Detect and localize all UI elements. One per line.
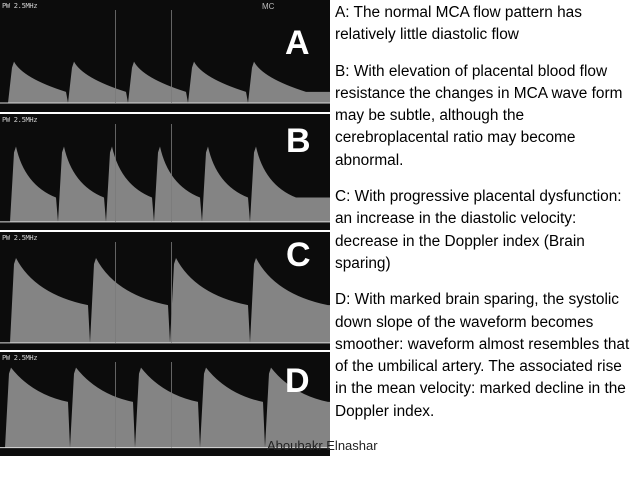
paragraph-text: D: With marked brain sparing, the systol…	[335, 291, 630, 420]
panel-letter-c: C	[286, 236, 311, 274]
paragraph-text: C: With progressive placental dysfunctio…	[335, 188, 622, 272]
description-text: A: The normal MCA flow pattern has relat…	[335, 2, 635, 437]
panel-letter-d: D	[285, 362, 310, 400]
panel-header: PW 2.5MHz	[2, 2, 38, 10]
paragraph-label: A:	[335, 4, 350, 21]
doppler-panel-a: PW 2.5MHz MC A	[0, 0, 330, 112]
waveform-c	[0, 242, 330, 344]
waveform-b	[0, 124, 330, 223]
paragraph-text: B: With elevation of placental blood flo…	[335, 62, 623, 169]
doppler-panel-d: PW 2.5MHz D	[0, 352, 330, 456]
spectral-fill	[0, 61, 330, 104]
panel-header: PW 2.5MHz	[2, 234, 38, 242]
paragraph-text: The normal MCA flow pattern has relative…	[335, 4, 582, 44]
panel-header: PW 2.5MHz	[2, 354, 38, 362]
paragraph-c: C: With progressive placental dysfunctio…	[335, 186, 635, 275]
panel-letter-b: B	[286, 122, 311, 160]
panel-header: PW 2.5MHz	[2, 116, 38, 124]
panel-extra: MC	[262, 2, 275, 11]
paragraph-b: B: With elevation of placental blood flo…	[335, 61, 635, 172]
spectral-fill	[0, 257, 330, 343]
author-credit: Aboubakr Elnashar	[267, 438, 378, 453]
paragraph-d: D: With marked brain sparing, the systol…	[335, 289, 635, 423]
doppler-panel-b: PW 2.5MHz B	[0, 114, 330, 230]
spectral-fill	[0, 146, 330, 222]
doppler-panel-c: PW 2.5MHz C	[0, 232, 330, 350]
waveform-a	[0, 10, 330, 104]
panel-letter-a: A	[285, 24, 310, 62]
spectral-fill	[0, 367, 330, 448]
paragraph-a: A: The normal MCA flow pattern has relat…	[335, 2, 635, 47]
waveform-d	[0, 362, 330, 449]
